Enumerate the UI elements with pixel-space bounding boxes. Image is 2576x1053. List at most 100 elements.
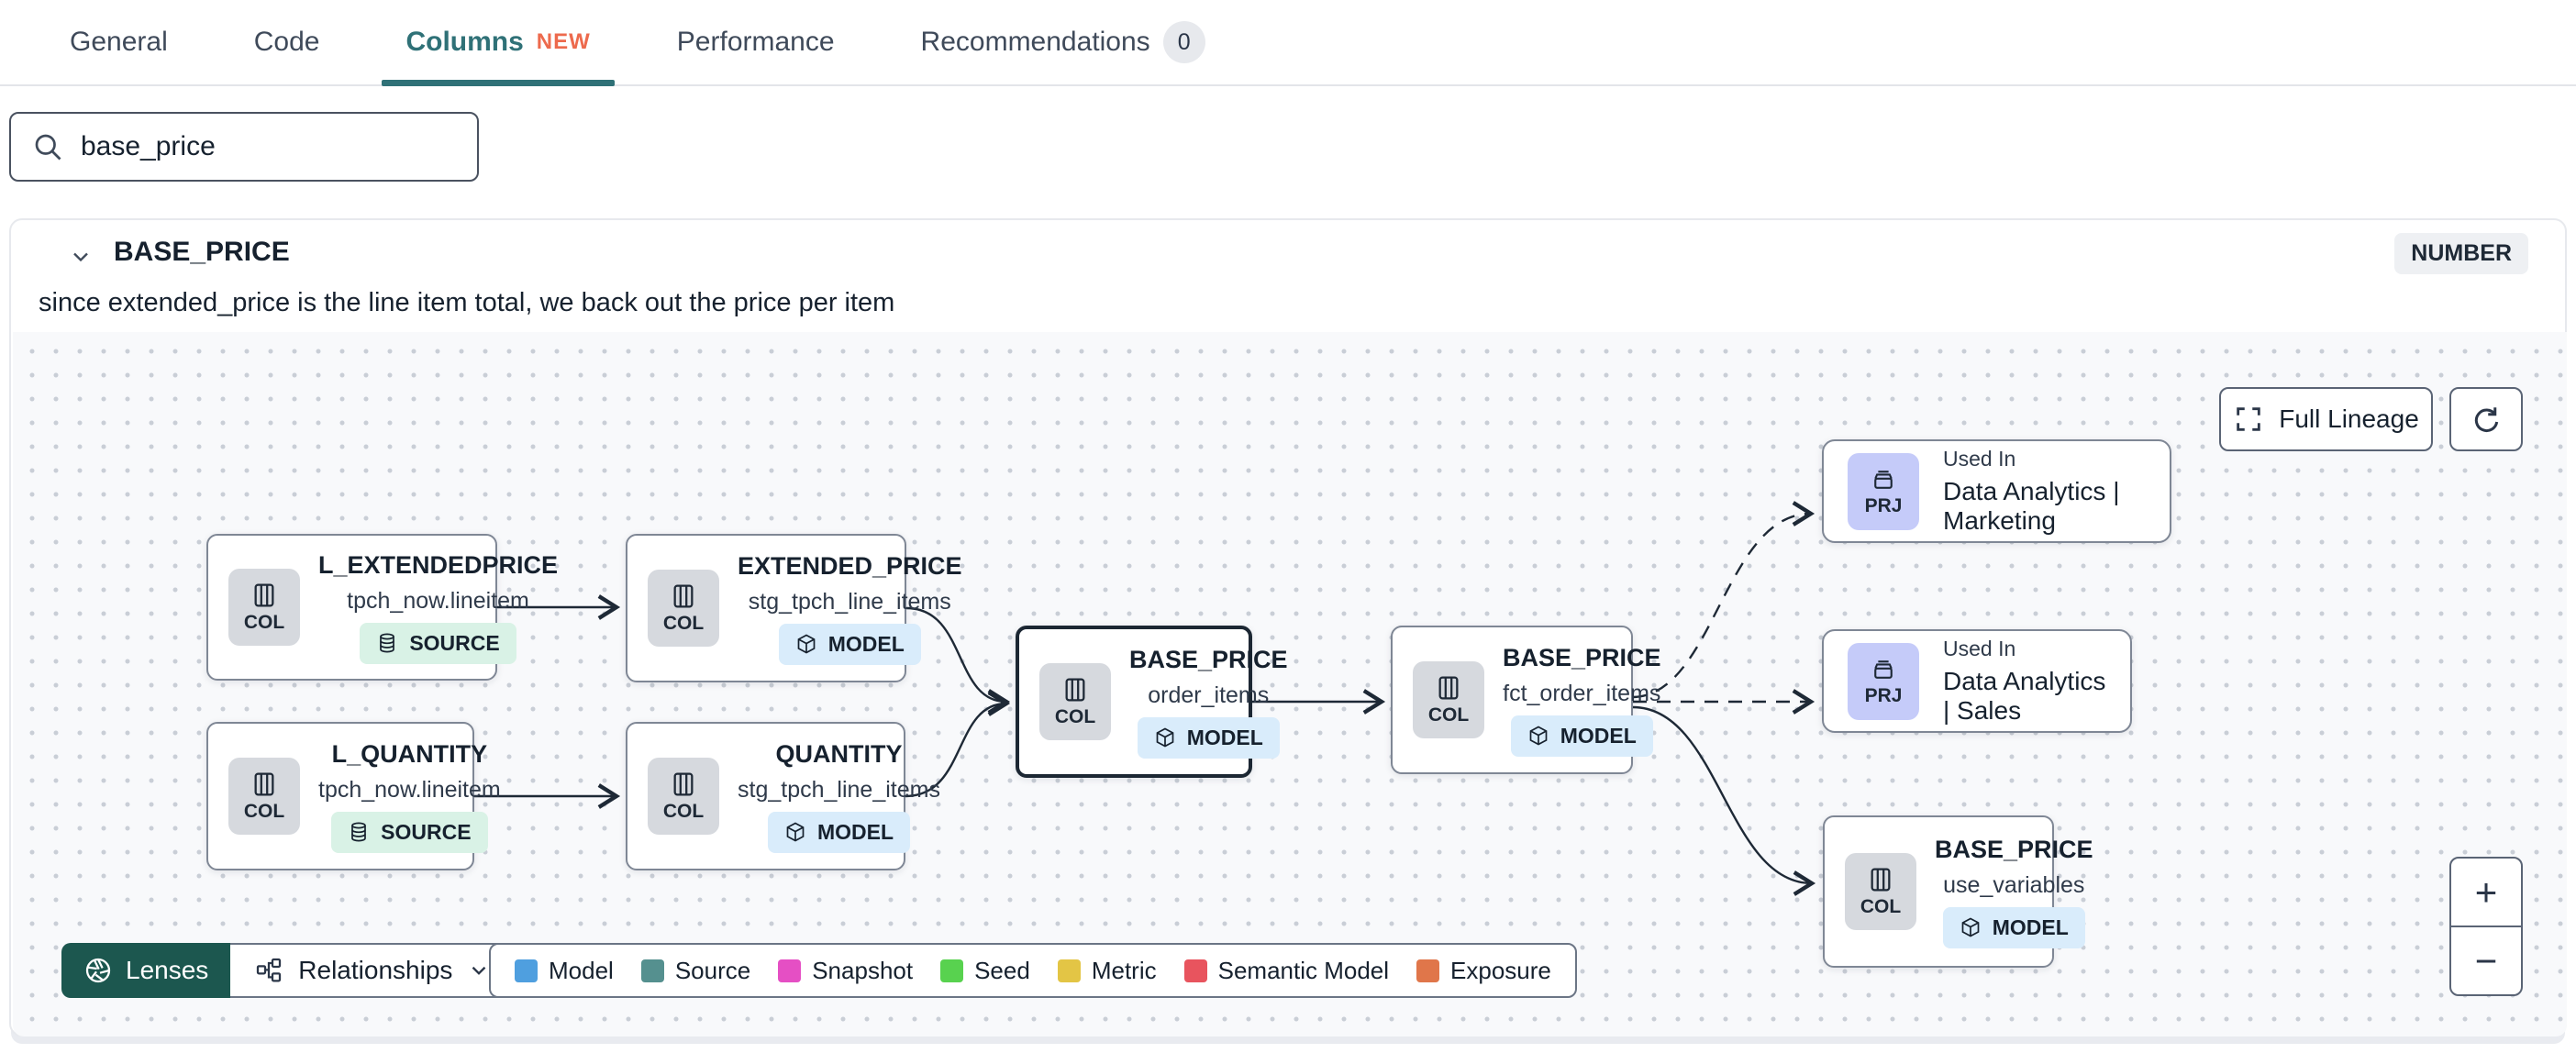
col-kind-badge: COL [228, 569, 300, 646]
node-title: L_EXTENDEDPRICE [318, 550, 559, 579]
database-icon [376, 632, 398, 654]
zoom-out-button[interactable]: − [2474, 938, 2498, 982]
legend-label: Source [674, 956, 751, 984]
resource-type-pill: MODEL [778, 623, 921, 665]
node-title: EXTENDED_PRICE [738, 551, 962, 580]
tab-recommendations[interactable]: Recommendations 0 [897, 0, 1229, 84]
full-lineage-button[interactable]: Full Lineage [2219, 387, 2433, 451]
legend-label: Semantic Model [1217, 956, 1390, 984]
node-subtitle: stg_tpch_line_items [738, 776, 940, 803]
node-subtitle: tpch_now.lineitem [347, 587, 529, 614]
tab-columns[interactable]: Columns NEW [382, 0, 616, 86]
col-kind-badge: COL [648, 570, 719, 647]
legend-label: Exposure [1450, 956, 1551, 984]
full-lineage-label: Full Lineage [2279, 405, 2419, 433]
node-title: BASE_PRICE [1503, 643, 1661, 671]
resource-type-pill: SOURCE [360, 622, 516, 664]
lenses-button[interactable]: Lenses [61, 943, 231, 998]
column-name: BASE_PRICE [114, 237, 290, 267]
resource-type-label: SOURCE [381, 819, 472, 844]
legend-swatch [1057, 959, 1081, 982]
zoom-controls: + − [2449, 857, 2523, 996]
legend-swatch [640, 959, 664, 982]
lineage-node-l-quantity[interactable]: COL L_QUANTITY tpch_now.lineitem SOURCE [206, 722, 501, 870]
column-search[interactable] [9, 112, 479, 182]
kind-label: PRJ [1864, 494, 1903, 516]
refresh-icon [2470, 403, 2503, 436]
kind-label: COL [243, 612, 285, 633]
resource-type-pill: MODEL [1137, 716, 1280, 759]
lenses-toolbar: Lenses Relationships [61, 943, 517, 998]
model-cube-icon [1960, 916, 1982, 938]
lineage-node-extended-price[interactable]: COL EXTENDED_PRICE stg_tpch_line_items M… [626, 534, 962, 682]
model-cube-icon [1154, 726, 1176, 748]
column-icon [1866, 865, 1895, 894]
legend-item-model: Model [515, 957, 614, 985]
legend-item-semantic-model: Semantic Model [1183, 956, 1390, 985]
legend-label: Model [549, 956, 614, 984]
count-badge: 0 [1162, 21, 1205, 63]
tab-code[interactable]: Code [230, 0, 344, 84]
column-description: since extended_price is the line item to… [39, 288, 895, 317]
column-icon [250, 770, 279, 799]
lenses-label: Lenses [126, 956, 209, 984]
col-kind-badge: COL [648, 758, 719, 835]
lineage-node-base-price-order-items[interactable]: COL BASE_PRICE order_items MODEL [1016, 626, 1288, 778]
tab-label: Recommendations [920, 27, 1150, 57]
legend-label: Snapshot [812, 956, 914, 984]
node-title: BASE_PRICE [1129, 645, 1288, 673]
column-type-badge: NUMBER [2394, 233, 2528, 274]
tab-label: Performance [676, 27, 835, 57]
column-icon [250, 581, 279, 610]
node-subtitle: stg_tpch_line_items [748, 588, 951, 615]
lineage-node-base-price-use-variables[interactable]: COL BASE_PRICE use_variables MODEL [1823, 815, 2093, 968]
lineage-node-quantity[interactable]: COL QUANTITY stg_tpch_line_items MODEL [626, 722, 940, 870]
resource-legend: Model Source Snapshot Seed Metric Semant… [489, 943, 1577, 998]
column-panel: BASE_PRICE NUMBER since extended_price i… [9, 218, 2567, 1036]
expand-icon [2233, 404, 2264, 435]
lineage-edges [474, 501, 1816, 896]
tab-label: Code [253, 27, 320, 57]
legend-swatch [1416, 959, 1440, 982]
kind-label: COL [662, 801, 705, 822]
col-kind-badge: COL [1845, 853, 1916, 930]
used-in-label: Used In [1943, 447, 2016, 471]
lineage-canvas[interactable]: COL L_EXTENDEDPRICE tpch_now.lineitem SO… [13, 332, 2567, 1036]
lineage-node-base-price-fct-order-items[interactable]: COL BASE_PRICE fct_order_items MODEL [1391, 626, 1661, 774]
zoom-in-button[interactable]: + [2451, 859, 2521, 927]
usage-node-marketing[interactable]: PRJ Used In Data Analytics | Marketing [1822, 439, 2171, 543]
column-icon [669, 770, 698, 799]
relationships-dropdown[interactable]: Relationships [230, 943, 517, 998]
search-icon [31, 130, 64, 163]
resource-type-label: SOURCE [409, 630, 500, 655]
node-subtitle: fct_order_items [1503, 680, 1661, 706]
search-input[interactable] [81, 131, 457, 162]
usage-node-sales[interactable]: PRJ Used In Data Analytics | Sales [1822, 629, 2132, 733]
database-icon [348, 821, 370, 843]
refresh-button[interactable] [2449, 387, 2523, 451]
tab-performance[interactable]: Performance [653, 0, 859, 84]
resource-type-pill: SOURCE [331, 811, 488, 853]
legend-item-exposure: Exposure [1416, 957, 1551, 985]
col-kind-badge: COL [228, 758, 300, 835]
tab-general[interactable]: General [46, 0, 192, 84]
resource-type-pill: MODEL [1510, 715, 1653, 757]
project-icon [1870, 466, 1897, 493]
column-icon [1060, 675, 1090, 704]
hierarchy-icon [254, 956, 283, 985]
legend-swatch [1183, 959, 1207, 982]
column-icon [1434, 673, 1463, 703]
legend-swatch [940, 959, 964, 982]
kind-label: COL [243, 801, 285, 822]
lineage-node-l-extendedprice[interactable]: COL L_EXTENDEDPRICE tpch_now.lineitem SO… [206, 534, 558, 681]
collapse-chevron-icon[interactable] [64, 240, 97, 273]
aperture-icon [83, 956, 113, 985]
resource-type-pill: MODEL [1942, 906, 2085, 948]
prj-kind-badge: PRJ [1848, 452, 1919, 530]
node-subtitle: order_items [1148, 682, 1270, 708]
model-cube-icon [784, 821, 806, 843]
model-cube-icon [1527, 725, 1549, 747]
kind-label: COL [662, 613, 705, 634]
legend-swatch [778, 959, 802, 982]
